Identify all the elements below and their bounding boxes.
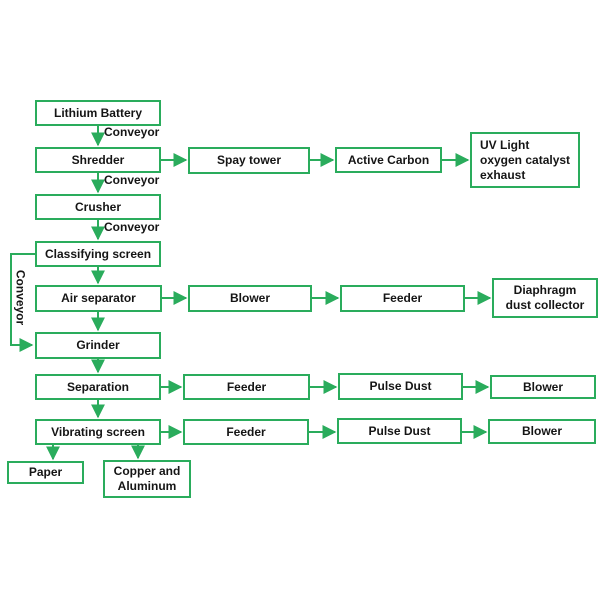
node-vibrating-screen: Vibrating screen [35,419,161,445]
node-paper: Paper [7,461,84,484]
node-classifying-screen: Classifying screen [35,241,161,267]
node-diaphragm-dust-collector: Diaphragm dust collector [492,278,598,318]
edge-label-conveyor-2: Conveyor [104,173,160,187]
edge-label-conveyor-1: Conveyor [104,125,160,139]
node-pulse-dust-1: Pulse Dust [338,373,463,400]
edge-label-conveyor-3: Conveyor [104,220,160,234]
node-copper-and-aluminum: Copper and Aluminum [103,460,191,498]
node-blower-3: Blower [488,419,596,444]
node-blower-1: Blower [188,285,312,312]
node-lithium-battery: Lithium Battery [35,100,161,126]
node-crusher: Crusher [35,194,161,220]
node-active-carbon: Active Carbon [335,147,442,173]
node-air-separator: Air separator [35,285,162,312]
node-spay-tower: Spay tower [188,147,310,174]
arrow-classifying-to-grinder-bypass [10,253,35,352]
node-feeder-1: Feeder [340,285,465,312]
node-blower-2: Blower [490,375,596,399]
node-pulse-dust-2: Pulse Dust [337,418,462,444]
node-separation: Separation [35,374,161,400]
node-grinder: Grinder [35,332,161,359]
node-uv-light-oxygen-catalyst-exhaust: UV Light oxygen catalyst exhaust [470,132,580,188]
node-feeder-2: Feeder [183,374,310,400]
edge-label-conveyor-side: Conveyor [13,269,28,326]
node-feeder-3: Feeder [183,419,309,445]
node-shredder: Shredder [35,147,161,173]
